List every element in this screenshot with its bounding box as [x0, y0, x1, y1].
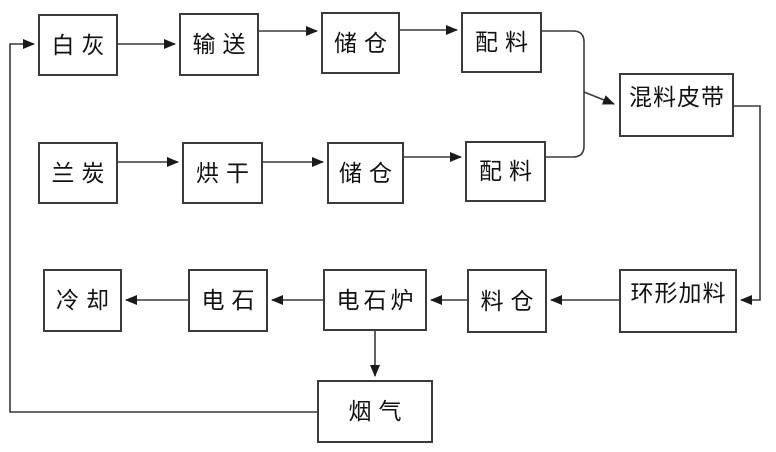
node-storage-bin-1: 储仓: [321, 12, 400, 74]
node-drying: 烘干: [182, 142, 263, 204]
edge-merge-to-mixing-belt: [583, 91, 615, 105]
node-batching-1: 配料: [461, 12, 542, 73]
node-carbide-furnace: 电石炉: [323, 269, 427, 331]
node-storage-bin-2: 储仓: [327, 142, 404, 204]
node-conveying: 输送: [179, 13, 259, 76]
node-white-lime: 白灰: [38, 14, 118, 76]
node-ring-feeder: 环形加料: [619, 269, 737, 333]
node-material-bin: 料仓: [467, 269, 547, 333]
node-batching-2: 配料: [465, 141, 546, 202]
edge-flue-gas-to-white-lime: [9, 39, 317, 413]
node-cooling: 冷却: [43, 269, 122, 332]
node-semi-coke: 兰炭: [38, 142, 118, 204]
node-calcium-carbide: 电石: [188, 269, 268, 332]
node-flue-gas: 烟气: [317, 380, 433, 443]
edge-mixing-belt-to-ring-feeder: [734, 105, 761, 305]
edge-batching-merge-rail: [542, 30, 585, 158]
node-mixing-belt: 混料皮带: [619, 73, 734, 137]
